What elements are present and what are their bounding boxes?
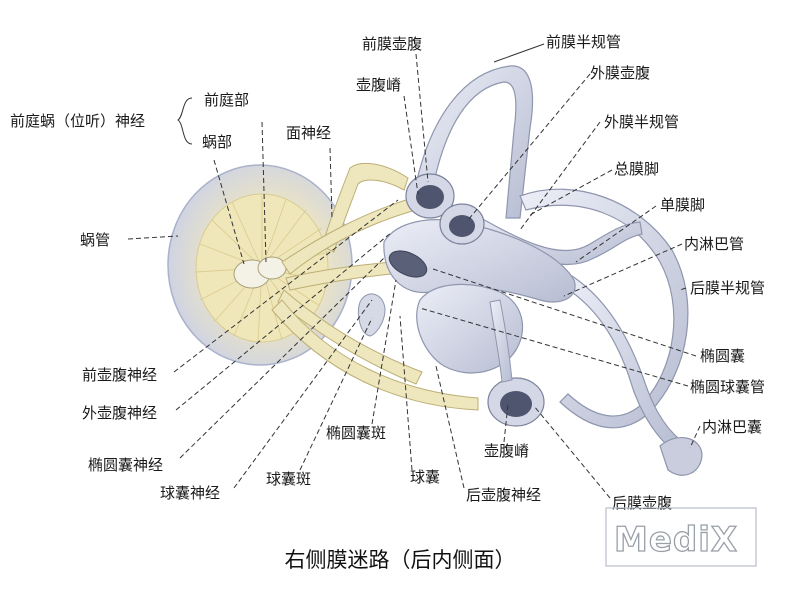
label-utriculosaccular-duct: 椭圆球囊管 — [690, 378, 765, 396]
label-vestibular-part: 前庭部 — [204, 91, 249, 109]
posterior-crista — [500, 391, 532, 417]
figure-caption: 右侧膜迷路（后内侧面） — [285, 548, 516, 572]
labyrinth-illustration — [357, 65, 703, 476]
label-crista-ampullaris-lower: 壶腹嵴 — [484, 442, 529, 460]
label-anterior-membranous-ampulla: 前膜壶腹 — [362, 35, 422, 53]
macula-sacculi-shape — [357, 293, 386, 337]
vestibular-nerve-root — [257, 256, 287, 280]
label-macula-sacculi: 球囊斑 — [266, 470, 311, 488]
watermark-frame — [605, 507, 757, 567]
brace-vestibulocochlear — [177, 97, 193, 145]
medix-watermark: MediX — [605, 507, 757, 567]
label-anterior-semicircular-duct: 前膜半规管 — [546, 33, 621, 51]
label-cochlear-duct: 蜗管 — [80, 231, 110, 249]
label-endolymphatic-sac: 内淋巴囊 — [702, 418, 762, 436]
label-posterior-ampullary-nerve: 后壶腹神经 — [466, 486, 541, 504]
saccular-nerve-shape — [277, 289, 423, 385]
label-posterior-semicircular-duct: 后膜半规管 — [690, 279, 765, 297]
label-saccule: 球囊 — [410, 468, 440, 486]
facial-nerve-shape — [321, 162, 409, 253]
posterior-semicircular-duct-shape — [519, 188, 689, 429]
label-cochlear-part: 蜗部 — [202, 133, 232, 151]
label-facial-nerve: 面神经 — [286, 124, 331, 142]
posterior-ampullary-nerve-shape — [271, 299, 479, 411]
endolymphatic-sac-shape — [659, 437, 703, 476]
label-anterior-ampullary-nerve: 前壶腹神经 — [82, 366, 157, 384]
utriculosaccular-duct-shape — [489, 299, 513, 383]
watermark-text: MediX — [614, 520, 738, 560]
leader-lines — [127, 43, 701, 499]
label-saccular-nerve: 球囊神经 — [160, 484, 220, 502]
label-simple-membranous-crus: 单膜脚 — [660, 196, 705, 214]
label-utricle: 椭圆囊 — [700, 347, 745, 365]
label-lateral-membranous-ampulla: 外膜壶腹 — [590, 64, 650, 82]
label-common-membranous-crus: 总膜脚 — [614, 160, 659, 178]
macula-utriculi-shape — [388, 250, 428, 278]
label-vestibulocochlear-nerve: 前庭蜗（位听）神经 — [10, 112, 145, 130]
label-lateral-ampullary-nerve: 外壶腹神经 — [82, 404, 157, 422]
label-endolymphatic-duct: 内淋巴管 — [684, 235, 744, 253]
label-utricular-nerve: 椭圆囊神经 — [88, 456, 163, 474]
lateral-crista — [449, 215, 475, 237]
labels: 前庭蜗（位听）神经 前庭部 蜗部 面神经 蜗管 前壶腹神经 外壶腹神经 椭圆囊神… — [10, 33, 765, 512]
label-lateral-semicircular-duct: 外膜半规管 — [604, 113, 679, 131]
anterior-crista — [416, 185, 444, 209]
anterior-semicircular-duct-shape — [417, 65, 534, 219]
label-crista-ampullaris-upper: 壶腹嵴 — [356, 76, 401, 94]
label-macula-utriculi: 椭圆囊斑 — [326, 424, 386, 442]
label-posterior-membranous-ampulla: 后膜壶腹 — [612, 494, 672, 512]
